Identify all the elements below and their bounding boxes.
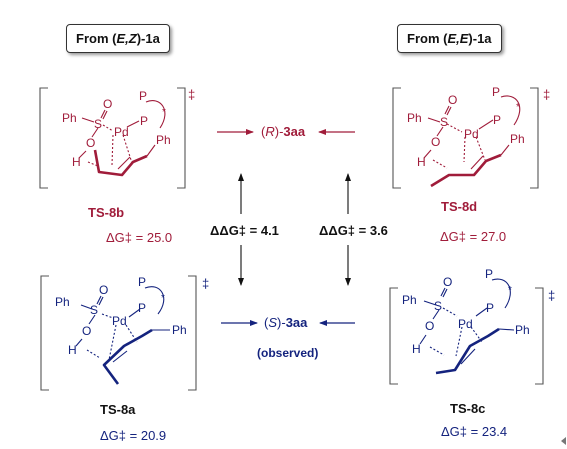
ts8d-o: O — [431, 135, 440, 149]
header-right-suffix: )-1a — [468, 31, 492, 46]
ts-8a-name: TS-8a — [100, 402, 136, 417]
header-left-prefix: From ( — [76, 31, 117, 46]
ts8a-o-top: O — [99, 283, 108, 297]
ts8a-p-lower: P — [138, 301, 146, 315]
header-right-stereo: E,E — [447, 31, 469, 46]
ts8a-p-upper: P — [138, 275, 146, 289]
ts8d-ph2: Ph — [510, 132, 525, 146]
ts8a-star: * — [161, 293, 165, 304]
ts8b-h: H — [72, 155, 81, 169]
ts8b-dagger: ‡ — [188, 87, 195, 102]
ts8c-dagger: ‡ — [548, 288, 555, 303]
ts8a-h: H — [68, 343, 77, 357]
product-s-3aa: (S)-3aa — [264, 315, 307, 330]
header-left-stereo: E,Z — [116, 31, 137, 46]
bracket-left — [40, 275, 49, 391]
ts8c-o-top: O — [443, 275, 452, 289]
ts8d-ph: Ph — [407, 111, 422, 125]
header-from-ez: From (E,Z)-1a — [66, 24, 170, 53]
ts8d-p-upper: P — [492, 85, 500, 99]
ts8d-dagger: ‡ — [543, 87, 550, 102]
ts-8c-energy: ΔG‡ = 23.4 — [441, 424, 508, 439]
ts8b-p-lower: P — [140, 114, 148, 128]
ts8c-star: * — [508, 285, 512, 296]
product-r-suffix: )- — [274, 124, 284, 139]
bracket-right — [177, 87, 186, 189]
ts8a-dagger: ‡ — [202, 276, 209, 291]
ts8d-star: * — [516, 102, 520, 113]
ts8b-o: O — [86, 136, 95, 150]
header-from-ee: From (E,E)-1a — [397, 24, 502, 53]
ts-8d-energy: ΔG‡ = 27.0 — [440, 229, 507, 244]
observed-label: (observed) — [257, 346, 319, 360]
ts8c-s: S — [434, 299, 442, 313]
ts8d-h: H — [417, 155, 426, 169]
product-r-code: 3aa — [283, 124, 306, 139]
ts8b-p-upper: P — [139, 89, 147, 103]
product-s-stereo: S — [268, 315, 278, 330]
product-r-stereo: R — [265, 124, 275, 139]
ts8c-h: H — [412, 342, 421, 356]
ts8d-s: S — [440, 115, 448, 129]
bracket-left — [392, 87, 401, 189]
product-s-code: 3aa — [285, 315, 308, 330]
ts8d-o-top: O — [448, 93, 457, 107]
ts8b-star: * — [162, 107, 166, 118]
structure-ts-8a — [40, 275, 197, 391]
ts-8b-name: TS-8b — [88, 205, 125, 220]
bracket-right — [530, 87, 539, 189]
ts8d-pd: Pd — [464, 127, 479, 141]
ts-8d-name: TS-8d — [441, 199, 478, 214]
ts8c-p-lower: P — [486, 301, 494, 315]
bracket-right — [535, 287, 544, 385]
product-s-suffix: )- — [277, 315, 286, 330]
structure-ts-8c — [389, 278, 544, 385]
product-r-3aa: (R)-3aa — [261, 124, 305, 139]
ts8a-ph2: Ph — [172, 323, 187, 337]
ts8c-ph2: Ph — [515, 323, 530, 337]
ts8a-pd: Pd — [112, 314, 127, 328]
ts8c-pd: Pd — [458, 317, 473, 331]
structure-ts-8d — [392, 87, 539, 189]
ts-8a-energy: ΔG‡ = 20.9 — [100, 428, 167, 443]
ts-8c-name: TS-8c — [450, 401, 486, 416]
ts8a-o: O — [82, 324, 91, 338]
ts8c-p-upper: P — [485, 267, 493, 281]
ts8b-pd: Pd — [114, 125, 129, 139]
corner-mark-icon — [561, 437, 566, 445]
structure-ts-8b — [39, 87, 186, 189]
header-right-prefix: From ( — [407, 31, 448, 46]
ts8a-ph: Ph — [55, 295, 70, 309]
ts8a-s: S — [90, 303, 98, 317]
ts8b-o-top: O — [103, 97, 112, 111]
ts8d-p-lower: P — [493, 113, 501, 127]
bracket-right — [188, 275, 197, 391]
bracket-left — [389, 287, 398, 385]
ts8c-o: O — [425, 319, 434, 333]
ts8c-ph: Ph — [402, 293, 417, 307]
ts8b-s: S — [94, 117, 102, 131]
bracket-left — [39, 87, 48, 189]
ddg-left: ΔΔG‡ = 4.1 — [210, 223, 279, 238]
ts8b-ph: Ph — [62, 111, 77, 125]
ts8b-ph2: Ph — [156, 133, 171, 147]
header-left-suffix: )-1a — [136, 31, 160, 46]
ts-8b-energy: ΔG‡ = 25.0 — [106, 230, 173, 245]
product-r-prefix: ( — [261, 124, 266, 139]
ddg-right: ΔΔG‡ = 3.6 — [319, 223, 388, 238]
product-s-prefix: ( — [264, 315, 269, 330]
